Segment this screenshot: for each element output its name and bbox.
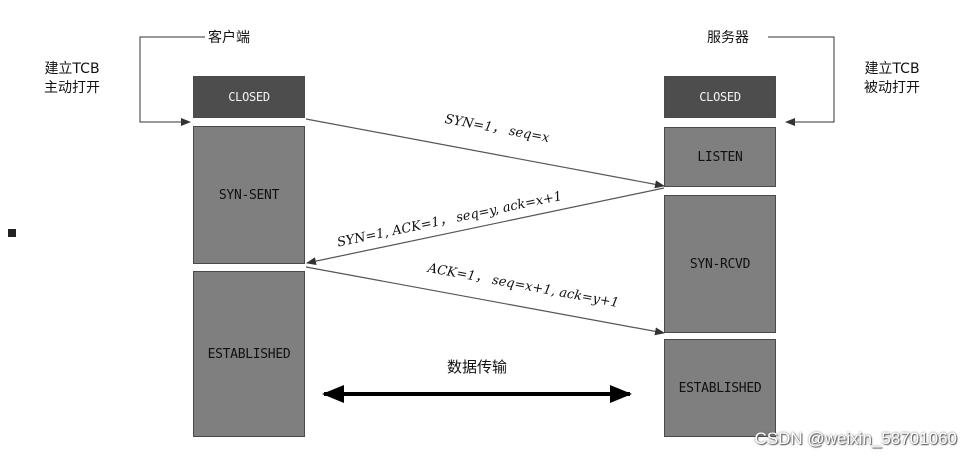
watermark: CSDN @weixin_58701060 xyxy=(754,429,957,448)
bullet-marker xyxy=(8,229,16,237)
client-note-line2: 主动打开 xyxy=(44,80,100,96)
client-state-closed: CLOSED xyxy=(193,76,305,118)
client-note-line1: 建立TCB xyxy=(44,61,100,77)
client-state-syn-sent: SYN-SENT xyxy=(193,126,305,264)
server-state-established: ESTABLISHED xyxy=(664,339,776,437)
client-state-established: ESTABLISHED xyxy=(193,271,305,437)
server-state-closed: CLOSED xyxy=(664,76,776,118)
client-open-note: 建立TCB 主动打开 xyxy=(44,60,100,98)
server-state-syn-rcvd: SYN-RCVD xyxy=(664,195,776,333)
server-open-connector xyxy=(768,36,835,126)
server-open-note: 建立TCB 被动打开 xyxy=(864,60,920,98)
synack-arrow xyxy=(306,187,665,266)
ack-arrow xyxy=(305,266,665,336)
client-title: 客户端 xyxy=(208,30,250,46)
syn-arrow xyxy=(305,118,665,189)
data-transfer-label: 数据传输 xyxy=(447,358,508,376)
server-state-listen: LISTEN xyxy=(664,127,776,187)
server-note-line1: 建立TCB xyxy=(864,61,920,77)
server-note-line2: 被动打开 xyxy=(864,80,920,96)
server-title: 服务器 xyxy=(707,30,749,46)
client-open-connector xyxy=(139,36,205,126)
